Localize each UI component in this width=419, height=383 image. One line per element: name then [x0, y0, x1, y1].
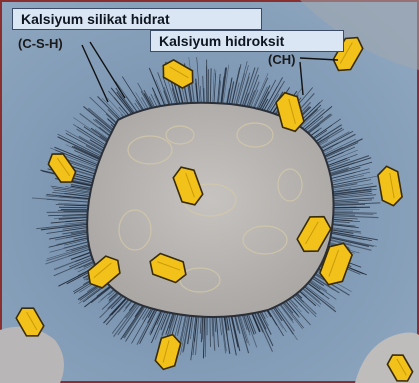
- ch-label: Kalsiyum hidroksit: [150, 30, 344, 52]
- csh-needle: [47, 212, 90, 213]
- ch-abbreviation: (CH): [268, 52, 295, 67]
- csh-label: Kalsiyum silikat hidrat: [12, 8, 262, 30]
- csh-needle: [59, 207, 87, 208]
- csh-abbreviation: (C-S-H): [18, 36, 63, 51]
- cement-grain: [87, 103, 333, 317]
